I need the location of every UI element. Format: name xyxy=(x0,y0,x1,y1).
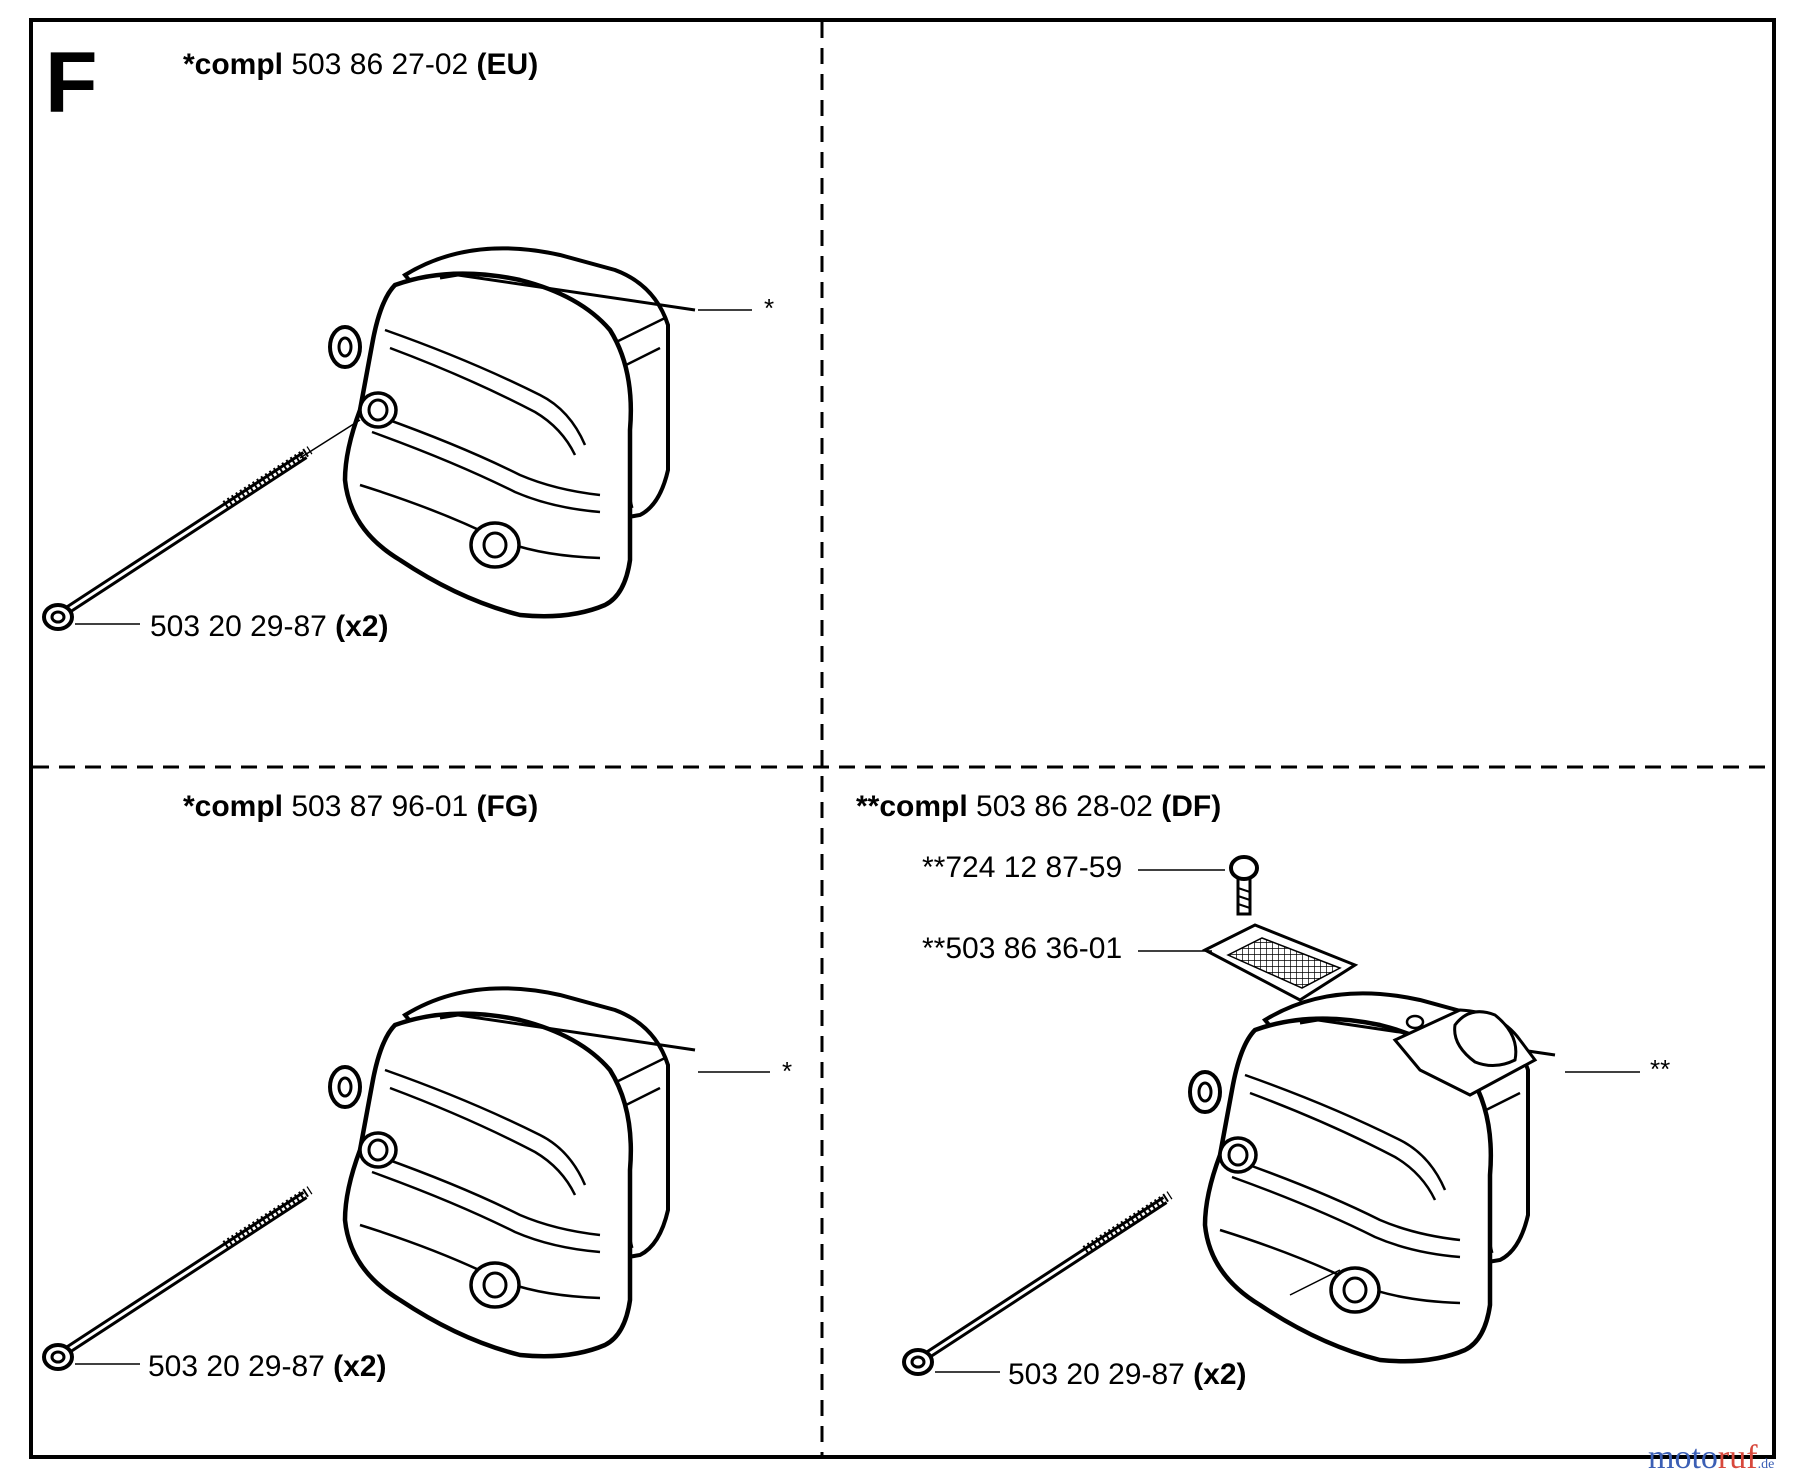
heading-fg-prefix: *compl xyxy=(183,790,284,823)
bolt-fg-label: 503 20 29-87 (x2) xyxy=(148,1350,387,1384)
callout-eu-mark: * xyxy=(764,293,775,323)
heading-fg-number: 503 87 96-01 xyxy=(291,790,469,823)
screen-drawing xyxy=(1138,923,1359,1002)
bolt-fg-part: 503 20 29-87 xyxy=(148,1350,325,1383)
watermark-part1: moto xyxy=(1648,1439,1718,1476)
heading-df-variant: (DF) xyxy=(1161,790,1222,823)
heading-df: **compl 503 86 28-02 (DF) xyxy=(856,790,1221,824)
muffler-df-drawing xyxy=(904,993,1640,1374)
bolt-eu-label: 503 20 29-87 (x2) xyxy=(150,610,389,644)
screw-df-label: **724 12 87-59 xyxy=(922,851,1123,884)
muffler-eu-drawing xyxy=(44,248,752,629)
watermark-logo: motoruf.de xyxy=(1648,1440,1774,1483)
heading-eu-variant: (EU) xyxy=(476,48,539,81)
bolt-df-part: 503 20 29-87 xyxy=(1008,1358,1185,1391)
heading-eu: *compl 503 86 27-02 (EU) xyxy=(183,48,538,82)
bolt-eu-qty: (x2) xyxy=(335,610,389,643)
watermark-part2: ruf xyxy=(1717,1439,1758,1476)
watermark-tld: .de xyxy=(1757,1457,1775,1472)
diagram-border xyxy=(29,18,1776,1459)
screen-df-label: **503 86 36-01 xyxy=(922,932,1123,965)
heading-eu-prefix: *compl xyxy=(183,48,284,81)
heading-eu-number: 503 86 27-02 xyxy=(291,48,469,81)
bolt-df-label: 503 20 29-87 (x2) xyxy=(1008,1358,1247,1392)
bolt-fg-qty: (x2) xyxy=(333,1350,387,1383)
heading-df-prefix: **compl xyxy=(856,790,968,823)
callout-fg-mark: * xyxy=(782,1056,793,1086)
section-letter: F xyxy=(45,35,98,131)
bolt-eu-part: 503 20 29-87 xyxy=(150,610,327,643)
callout-df-mark: ** xyxy=(1650,1054,1671,1084)
screw-drawing xyxy=(1138,855,1259,916)
bolt-df-qty: (x2) xyxy=(1193,1358,1247,1391)
heading-fg-variant: (FG) xyxy=(476,790,539,823)
muffler-fg-drawing xyxy=(44,988,770,1369)
heading-df-number: 503 86 28-02 xyxy=(976,790,1153,823)
heading-fg: *compl 503 87 96-01 (FG) xyxy=(183,790,538,824)
